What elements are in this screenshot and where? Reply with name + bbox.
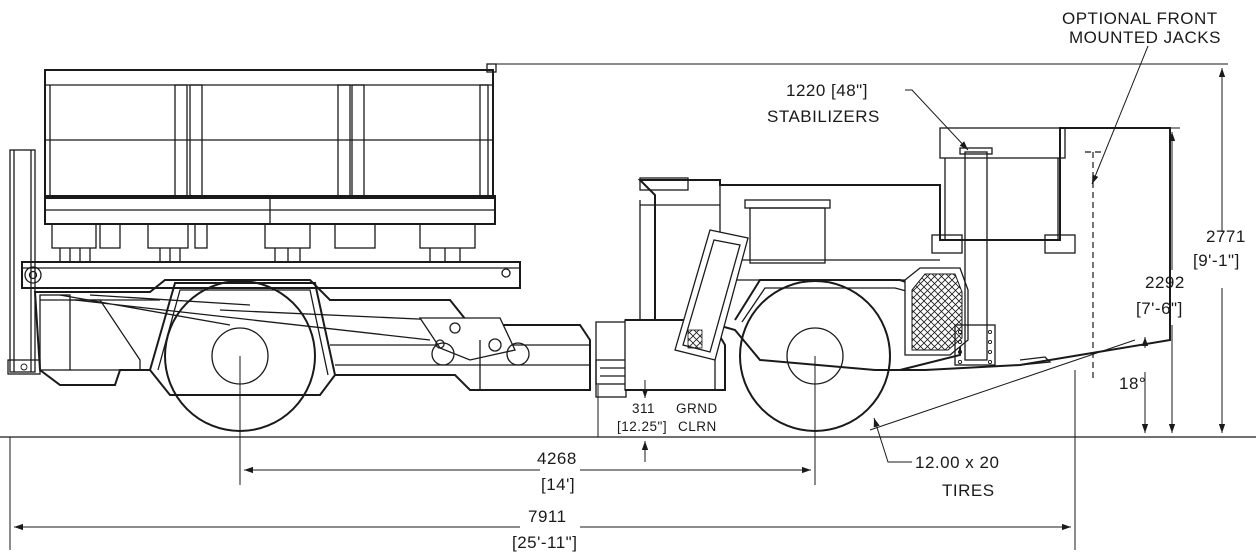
stabilizers-dim-label: 1220 [48"] [786,81,868,100]
tractor-body [637,127,1171,371]
rear-stabilizer [7,149,41,375]
tires-size-label: 12.00 x 20 [915,453,999,472]
dimension-lines [9,45,1228,550]
overall-length-ftin: [25'-11"] [512,533,577,552]
ramp-angle-label: 18° [1119,374,1146,393]
wheelbase-ft: [14'] [541,475,575,494]
rear-chassis [33,279,591,396]
optional-front-jacks [1085,151,1101,382]
clearance-in: [12.25"] [617,419,667,434]
wheelbase-mm: 4268 [537,449,577,468]
cab-height-ftin: [7'-6"] [1136,299,1183,318]
clearance-mm: 311 [632,401,655,416]
tires-label: TIRES [942,481,995,500]
overall-height-mm: 2771 [1206,227,1246,246]
cab-height-mm: 2292 [1145,273,1185,292]
stabilizers-label: STABILIZERS [767,107,880,126]
clearance-label-grnd: GRND [676,401,718,416]
optional-jacks-label-line1: OPTIONAL FRONT [1062,9,1218,28]
overall-length-mm: 7911 [528,507,567,526]
optional-jacks-label-line2: MOUNTED JACKS [1069,28,1221,47]
overall-height-ftin: [9'-1"] [1193,251,1240,270]
clearance-label-clrn: CLRN [678,419,717,434]
scissor-platform [21,63,521,289]
